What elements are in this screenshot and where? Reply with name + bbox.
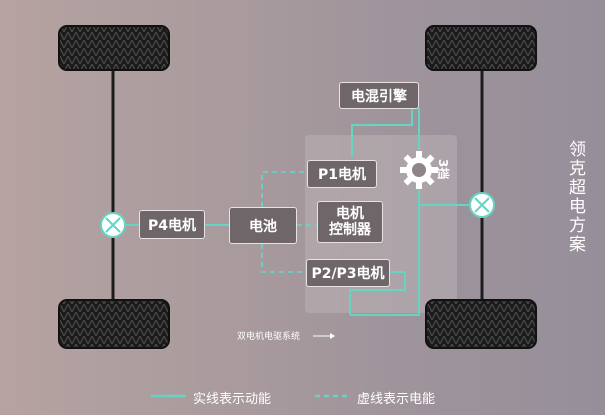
motor-controller-box: 电机 控制器 — [317, 201, 383, 243]
electric-lines — [261, 171, 317, 273]
dual-motor-caption: 双电机电驱系统 — [237, 332, 301, 342]
gearbox-label: 3挡 — [436, 159, 450, 180]
tire-rear-left — [58, 299, 170, 349]
tire-front-left — [58, 25, 170, 71]
kinetic-lines — [126, 108, 470, 316]
battery-box: 电池 — [229, 207, 297, 244]
p4-motor-box: P4电机 — [139, 210, 205, 239]
gearbox-gear-icon — [400, 151, 438, 189]
right-wheel-joint-icon — [469, 192, 495, 218]
legend-solid-label: 实线表示动能 — [193, 392, 272, 407]
p1-motor-box: P1电机 — [307, 160, 377, 188]
tire-front-right — [425, 25, 537, 71]
diagram-title: 领克超电方案 — [565, 140, 585, 254]
engine-box: 电混引擎 — [339, 82, 419, 109]
left-wheel-joint-icon — [100, 212, 126, 238]
legend-dashed-label: 虚线表示电能 — [357, 392, 436, 407]
tire-rear-right — [425, 299, 537, 349]
caption-arrowhead — [330, 333, 335, 339]
p2-p3-motor-box: P2/P3电机 — [306, 259, 390, 287]
